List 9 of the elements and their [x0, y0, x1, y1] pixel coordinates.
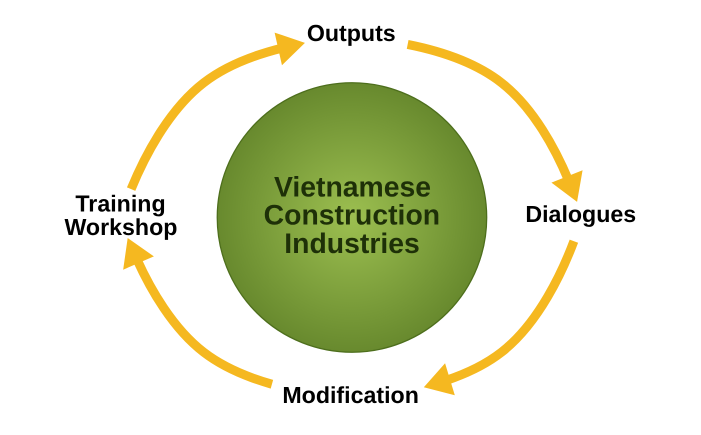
arrow — [126, 32, 304, 191]
node-text: Outputs — [306, 20, 396, 46]
node-text: Dialogues — [524, 200, 636, 227]
arrow — [423, 240, 578, 396]
node-text: Training Workshop — [64, 190, 177, 240]
arrow — [122, 238, 273, 389]
node-circle: Vietnamese Construction Industries — [216, 82, 487, 353]
arrow — [406, 40, 582, 202]
node-text: Modification — [282, 382, 418, 408]
